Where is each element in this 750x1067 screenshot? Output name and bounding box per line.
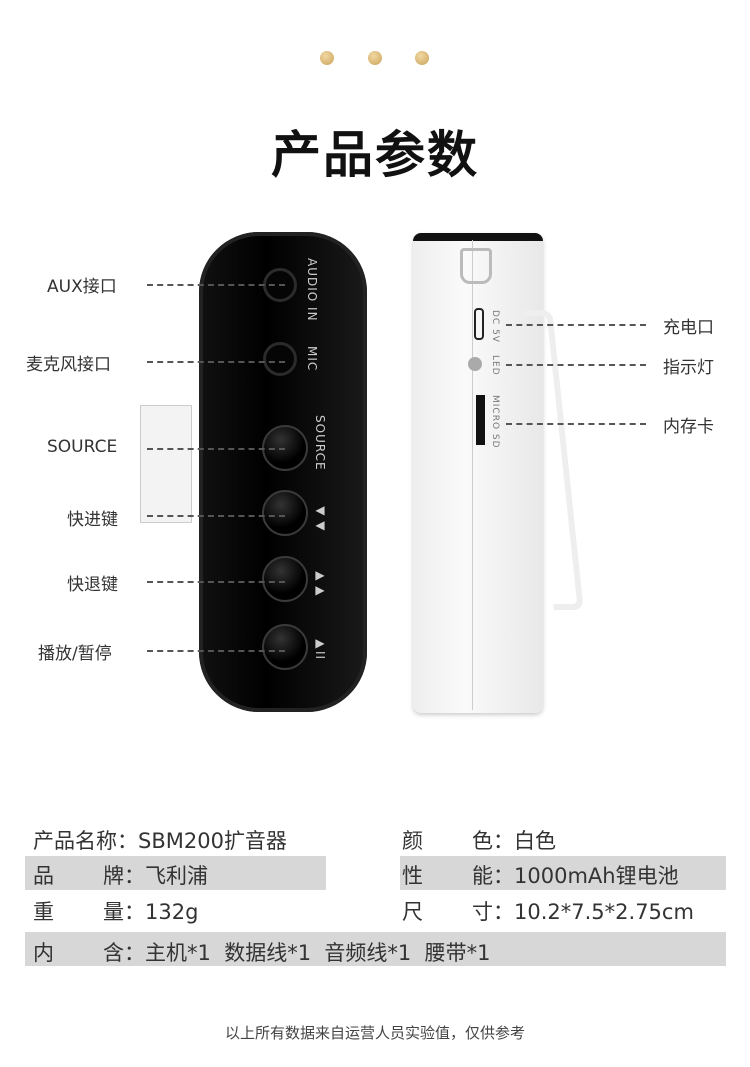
spec-weight-key: 重 xyxy=(33,900,54,924)
play-pause-print: ▶II xyxy=(313,636,327,661)
leader-line xyxy=(147,515,285,517)
decor-dot xyxy=(415,51,429,65)
led-indicator xyxy=(468,357,482,371)
dc-print: DC 5V xyxy=(490,310,500,343)
device-side-image xyxy=(413,233,543,713)
label-rewind: 快进键 xyxy=(67,510,118,530)
leader-line xyxy=(147,284,285,286)
spec-brand-key: 品 xyxy=(33,864,54,888)
leader-line xyxy=(506,364,646,366)
spec-performance-value: 能：1000mAh锂电池 xyxy=(472,864,679,888)
rewind-button-image xyxy=(262,490,308,536)
label-aux: AUX接口 xyxy=(47,277,117,297)
leader-line xyxy=(147,361,285,363)
seam xyxy=(472,240,473,710)
label-charge: 充电口 xyxy=(663,318,714,338)
mic-jack xyxy=(263,342,297,376)
device-side-stub xyxy=(140,405,192,523)
audio-in-print: AUDIO IN xyxy=(305,258,319,322)
footnote: 以上所有数据来自运营人员实验值，仅供参考 xyxy=(224,1024,525,1042)
label-mic: 麦克风接口 xyxy=(26,355,111,375)
spec-row-bg xyxy=(400,856,726,890)
leader-line xyxy=(506,324,646,326)
label-play-pause: 播放/暂停 xyxy=(38,644,112,664)
mic-print: MIC xyxy=(305,346,319,372)
spec-name: 产品名称：SBM200扩音器 xyxy=(33,829,287,853)
spec-weight-value: 量：132g xyxy=(103,900,199,924)
spec-size-value: 寸：10.2*7.5*2.75cm xyxy=(472,900,694,924)
spec-size-key: 尺 xyxy=(402,900,423,924)
forward-print: ▶▶ xyxy=(313,568,327,598)
spec-color-key: 颜 xyxy=(402,829,423,853)
label-led: 指示灯 xyxy=(663,358,714,378)
device-top-edge xyxy=(413,233,543,241)
spec-brand-value: 牌：飞利浦 xyxy=(103,864,208,888)
sd-slot xyxy=(476,395,485,445)
spec-row-bg xyxy=(25,932,726,966)
label-source: SOURCE xyxy=(47,437,118,457)
rewind-print: ◀◀ xyxy=(313,503,327,533)
lanyard-loop xyxy=(460,248,492,284)
label-sd: 内存卡 xyxy=(663,417,714,437)
leader-line xyxy=(147,448,285,450)
page-title: 产品参数 xyxy=(271,126,479,184)
play-pause-button-image xyxy=(262,624,308,670)
spec-color-value: 色：白色 xyxy=(472,829,556,853)
leader-line xyxy=(147,650,285,652)
spec-contents-value: 含：主机*1 数据线*1 音频线*1 腰带*1 xyxy=(103,941,491,965)
leader-line xyxy=(147,581,285,583)
led-print: LED xyxy=(490,355,500,376)
leader-line xyxy=(506,423,646,425)
source-print: SOURCE xyxy=(313,415,327,471)
spec-contents-key: 内 xyxy=(33,941,54,965)
decor-dot xyxy=(368,51,382,65)
spec-row-bg xyxy=(25,856,326,890)
usb-port xyxy=(474,308,484,340)
label-forward: 快退键 xyxy=(67,575,118,595)
sd-print: MICRO SD xyxy=(490,395,500,449)
forward-button-image xyxy=(262,556,308,602)
spec-performance-key: 性 xyxy=(402,864,423,888)
decor-dot xyxy=(320,51,334,65)
